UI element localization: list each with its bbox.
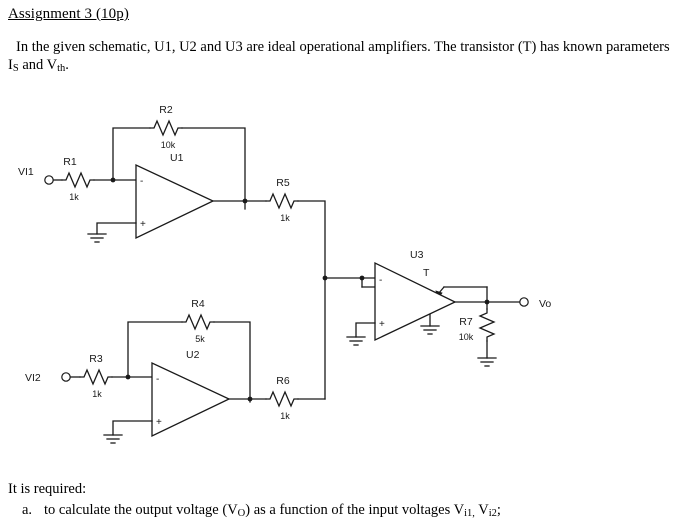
resistor-r3-value: 1k: [92, 389, 102, 399]
port-vi1-terminal: [44, 175, 54, 185]
opamp-u2-noninverting-pin: +: [156, 417, 162, 428]
task-a: a. to calculate the output voltage (VO) a…: [8, 501, 676, 523]
task-a-text-part1: to calculate the output voltage (V: [44, 502, 238, 518]
resistor-r3-ref: R3: [89, 353, 103, 365]
transistor-t-label: T: [423, 267, 430, 279]
opamp-u2-label: U2: [186, 349, 200, 361]
ground-symbol-u2: [103, 434, 123, 444]
wire-u3-noninv-to-gnd: [355, 322, 376, 338]
opamp-u2-body: [151, 361, 231, 438]
resistor-r7-symbol: [478, 308, 496, 342]
task-a-subscript-i2: i2: [488, 508, 497, 519]
resistor-r5-value: 1k: [280, 213, 290, 223]
ground-symbol-transistor: [420, 325, 440, 335]
resistor-r6-ref: R6: [276, 375, 290, 387]
port-vo-label: Vo: [539, 298, 551, 310]
resistor-r2-value: 10k: [161, 140, 176, 150]
opamp-u1-body: [135, 163, 215, 240]
ground-symbol-u1: [87, 233, 107, 243]
resistor-r2-ref: R2: [159, 104, 173, 116]
junction-summing-node-left: [322, 275, 328, 281]
intro-subscript-s: S: [12, 63, 19, 74]
resistor-r1-ref: R1: [63, 156, 77, 168]
wire-u1-noninv-to-gnd: [96, 222, 137, 235]
port-vi1-label: VI1: [18, 166, 34, 178]
wire-r4-left-leg: [127, 321, 183, 378]
resistor-r3-symbol: [79, 368, 113, 386]
port-vi2-terminal: [61, 372, 71, 382]
resistor-r5-symbol: [265, 192, 299, 210]
junction-u2-output-node: [247, 396, 253, 402]
resistor-r7-value: 10k: [459, 332, 474, 342]
resistor-r1-symbol: [61, 171, 95, 189]
wire-r5-to-sum-node: [297, 200, 326, 279]
opamp-u1-noninverting-pin: +: [140, 219, 146, 230]
resistor-r4-value: 5k: [195, 334, 205, 344]
ground-symbol-r7: [477, 357, 497, 367]
opamp-u3-noninverting-pin: +: [379, 319, 385, 330]
intro-subscript-th: th: [57, 63, 66, 74]
task-a-text-part4: ;: [496, 502, 501, 518]
task-a-subscript-i1: i1,: [464, 508, 475, 519]
ground-symbol-u3: [346, 336, 366, 346]
wire-r4-right-leg: [213, 321, 251, 403]
intro-paragraph: In the given schematic, U1, U2 and U3 ar…: [8, 38, 676, 78]
task-a-text-part2: ) as a function of the input voltages V: [245, 502, 465, 518]
port-vi2-label: VI2: [25, 372, 41, 384]
wire-r2-right-leg: [181, 127, 246, 210]
junction-u1-output-node: [242, 198, 248, 204]
opamp-u3-body: [374, 261, 457, 342]
resistor-r1-value: 1k: [69, 192, 79, 202]
task-a-subscript-o: O: [237, 508, 246, 519]
page-title: Assignment 3 (10p): [8, 6, 129, 22]
opamp-u1-label: U1: [170, 152, 184, 164]
requirements-heading: It is required:: [8, 481, 87, 497]
resistor-r5-ref: R5: [276, 177, 290, 189]
opamp-u2-inverting-pin: -: [156, 374, 159, 385]
requirements-block: It is required: a. to calculate the outpu…: [8, 480, 676, 523]
wire-r2-left-leg: [112, 127, 151, 181]
resistor-r4-ref: R4: [191, 298, 205, 310]
port-vo-terminal: [519, 297, 529, 307]
intro-text-part3: .: [65, 57, 69, 73]
intro-text-part2: and V: [18, 57, 58, 73]
opamp-u3-label: U3: [410, 249, 424, 261]
task-a-text-part3: V: [474, 502, 489, 518]
resistor-r6-symbol: [265, 390, 299, 408]
resistor-r7-ref: R7: [459, 316, 473, 328]
resistor-r2-symbol: [149, 119, 183, 137]
intro-text-part1: In the given schematic, U1, U2 and U3 ar…: [8, 39, 670, 73]
junction-summing-node-right: [359, 275, 365, 281]
opamp-u1-inverting-pin: -: [140, 176, 143, 187]
resistor-r6-value: 1k: [280, 411, 290, 421]
opamp-u3-inverting-pin: -: [379, 275, 382, 286]
task-a-marker: a.: [22, 502, 33, 518]
circuit-schematic: VI1 R1 1k R2 10k U1 - +: [0, 95, 683, 470]
wire-u2-noninv-to-gnd: [112, 420, 153, 436]
resistor-r4-symbol: [181, 313, 215, 331]
